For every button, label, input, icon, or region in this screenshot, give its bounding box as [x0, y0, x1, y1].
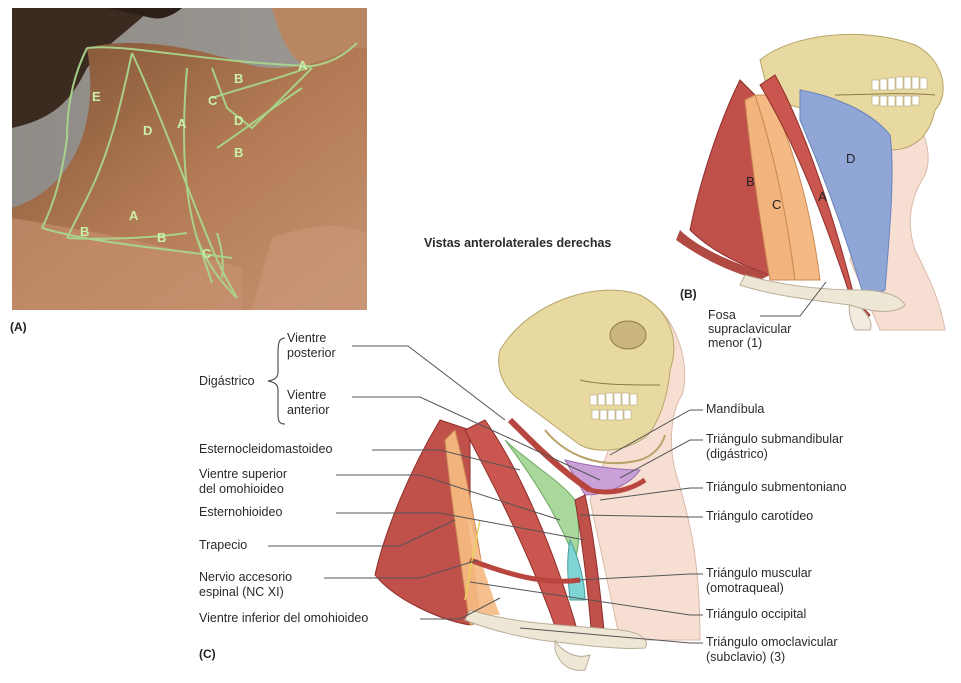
label-vientre-posterior-1: Vientre	[287, 331, 326, 346]
label-vientre-anterior-2: anterior	[287, 403, 329, 418]
label-vientre-posterior-2: posterior	[287, 346, 336, 361]
label-vientre-superior-2: del omohioideo	[199, 482, 284, 497]
label-nervio-accesorio-2: espinal (NC XI)	[199, 585, 284, 600]
panel-b-region-a: A	[818, 189, 827, 204]
panel-b-region-b: B	[746, 174, 755, 189]
label-muscular-1: Triángulo muscular	[706, 566, 812, 581]
label-vientre-superior-1: Vientre superior	[199, 467, 287, 482]
label-vientre-inferior: Vientre inferior del omohioideo	[199, 611, 368, 626]
label-trapecio: Trapecio	[199, 538, 247, 553]
panel-c-tag: (C)	[199, 647, 216, 661]
label-vientre-anterior-1: Vientre	[287, 388, 326, 403]
label-occipital: Triángulo occipital	[706, 607, 806, 622]
panel-b-drawing: B C A D	[676, 34, 945, 330]
label-submentoniano: Triángulo submentoniano	[706, 480, 847, 495]
panel-b-region-d: D	[846, 151, 855, 166]
label-submandibular-1: Triángulo submandibular	[706, 432, 843, 447]
label-omoclavicular-2: (subclavio) (3)	[706, 650, 785, 665]
panel-b-region-c: C	[772, 197, 781, 212]
label-esternocleidomastoideo: Esternocleidomastoideo	[199, 442, 332, 457]
label-muscular-2: (omotraqueal)	[706, 581, 784, 596]
label-submandibular-2: (digástrico)	[706, 447, 768, 462]
label-carotideo: Triángulo carotídeo	[706, 509, 813, 524]
label-omoclavicular-1: Triángulo omoclavicular	[706, 635, 838, 650]
label-nervio-accesorio-1: Nervio accesorio	[199, 570, 292, 585]
label-fosa-line3: menor (1)	[708, 336, 762, 351]
label-fosa-line1: Fosa	[708, 308, 736, 323]
label-digastrico: Digástrico	[199, 374, 255, 389]
label-fosa-line2: supraclavicular	[708, 322, 791, 337]
label-esternohioideo: Esternohioideo	[199, 505, 282, 520]
label-mandibula: Mandíbula	[706, 402, 764, 417]
panel-b-tag: (B)	[680, 287, 697, 301]
